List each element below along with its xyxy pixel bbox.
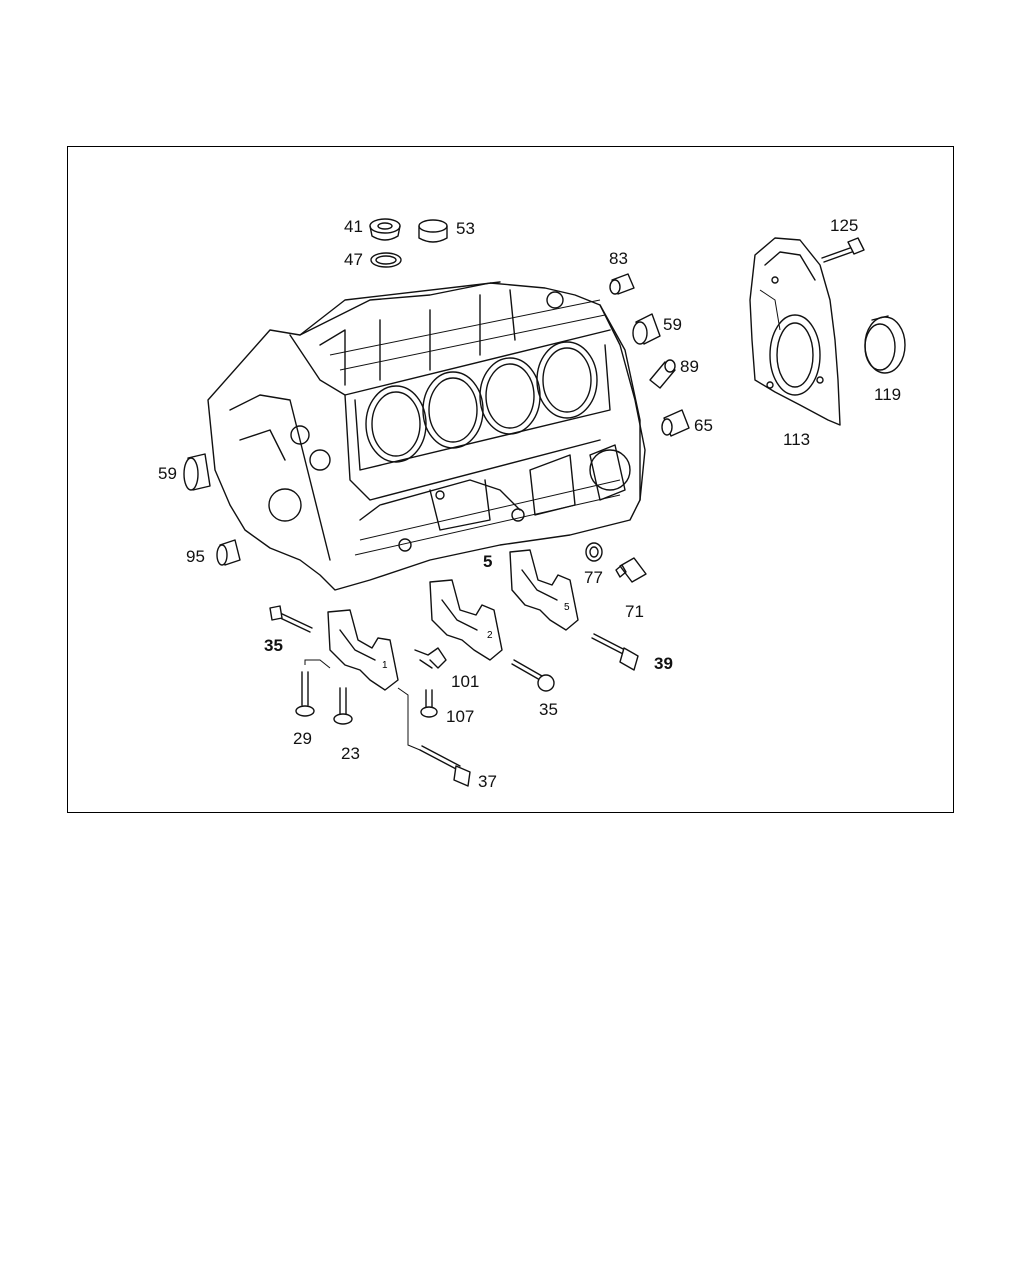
part-59-left-icon (183, 453, 211, 491)
part-65-icon (661, 409, 690, 437)
callout-labels: 41 53 47 83 59 89 65 125 119 113 59 95 5… (158, 216, 901, 791)
sensor-71-icon (615, 557, 647, 583)
label-37: 37 (478, 772, 497, 791)
svg-text:1: 1 (382, 660, 388, 671)
label-35-right: 35 (539, 700, 558, 719)
bolt-125-icon (821, 237, 865, 263)
bolt-107-icon (420, 689, 438, 718)
label-125: 125 (830, 216, 858, 235)
label-83: 83 (609, 249, 628, 268)
bearing-cap-5-icon: 5 (509, 549, 579, 631)
part-89-icon (649, 359, 676, 389)
label-53: 53 (456, 219, 475, 238)
label-107: 107 (446, 707, 474, 726)
label-47: 47 (344, 250, 363, 269)
label-101: 101 (451, 672, 479, 691)
label-59-right: 59 (663, 315, 682, 334)
clip-101-icon (414, 647, 447, 669)
diagram-frame (67, 146, 954, 813)
bolt-39-icon (591, 633, 639, 671)
label-41: 41 (344, 217, 363, 236)
label-89: 89 (680, 357, 699, 376)
label-35-left: 35 (264, 636, 283, 655)
label-23: 23 (341, 744, 360, 763)
washer-77-icon (585, 542, 603, 562)
label-71: 71 (625, 602, 644, 621)
label-119: 119 (874, 385, 901, 404)
label-77: 77 (584, 568, 603, 587)
svg-text:2: 2 (487, 630, 493, 641)
bolt-35-left-icon (269, 605, 313, 633)
timing-cover-113-icon (749, 237, 841, 426)
label-95: 95 (186, 547, 205, 566)
label-113: 113 (783, 430, 810, 449)
bearing-cap-2-icon: 2 (429, 579, 503, 661)
leader-line-29 (304, 659, 331, 669)
svg-text:5: 5 (564, 602, 570, 613)
label-59-left: 59 (158, 464, 177, 483)
part-41-icon (369, 218, 401, 241)
bolt-37-icon (419, 745, 471, 787)
bolt-23-icon (333, 687, 353, 725)
bolt-29-icon (295, 671, 315, 717)
part-47-icon (370, 252, 402, 268)
label-29: 29 (293, 729, 312, 748)
part-53-icon (418, 219, 448, 243)
label-65: 65 (694, 416, 713, 435)
engine-block (207, 281, 646, 591)
bearing-cap-1-icon: 1 (327, 609, 399, 691)
bolt-35-right-icon (511, 659, 555, 692)
label-39: 39 (654, 654, 673, 673)
part-83-icon (609, 273, 635, 295)
part-95-icon (216, 539, 241, 566)
label-5: 5 (483, 552, 492, 571)
leader-line-37 (397, 687, 421, 751)
part-59-icon (632, 313, 661, 345)
seal-119-icon (864, 315, 906, 374)
